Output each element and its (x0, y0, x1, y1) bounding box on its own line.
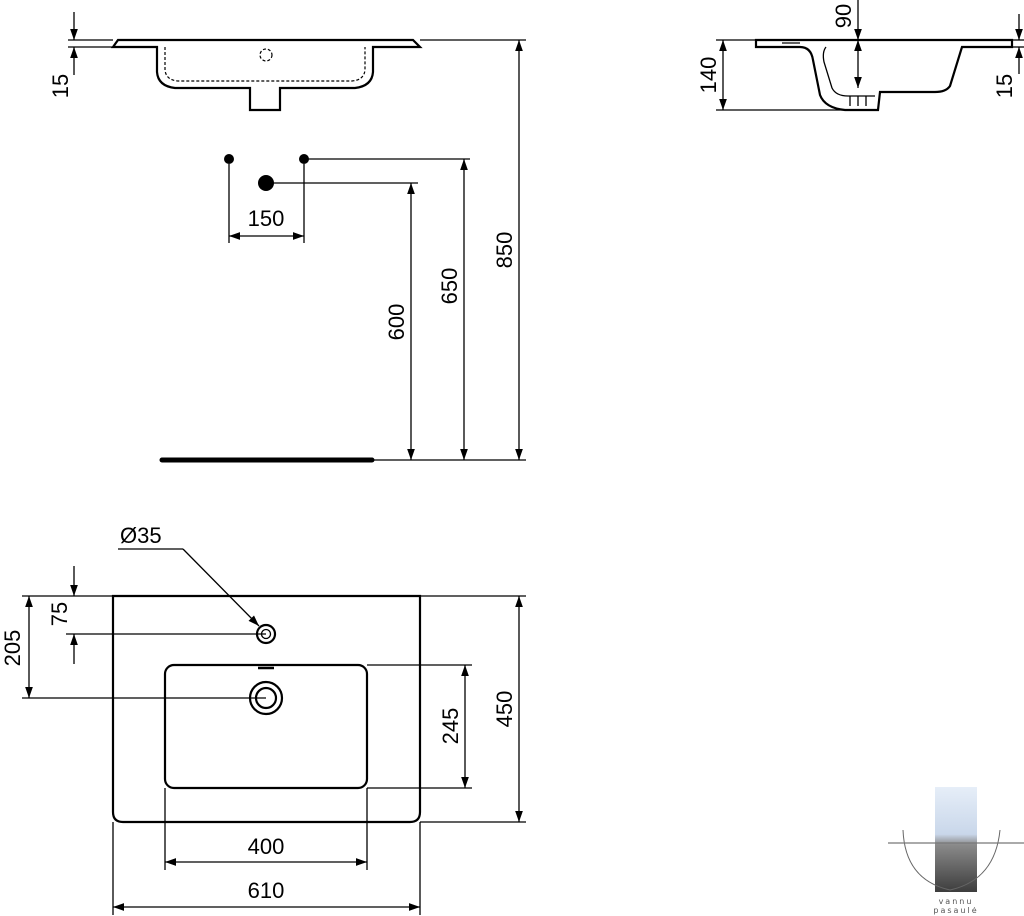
dim-waste-height: 600 (384, 304, 409, 341)
dim-tap-hole-offset: 75 (47, 602, 72, 626)
dim-tap-spacing: 150 (248, 206, 285, 231)
basin-plan-outline (111, 594, 422, 824)
basin-inner-bowl (164, 47, 366, 82)
dim-waste-offset: 205 (0, 630, 25, 667)
tap-point-left (224, 154, 234, 164)
dim-side-bowl-depth: 90 (831, 4, 856, 28)
basin-side-waste (849, 96, 867, 106)
basin-front-outline (110, 38, 423, 112)
dim-tap-height: 650 (437, 268, 462, 305)
basin-side-inner (822, 46, 875, 97)
watermark-arc (902, 829, 1001, 891)
tap-hole-outline (259, 48, 273, 62)
basin-plan-bowl (163, 663, 369, 790)
diameter-leader-arrow (182, 548, 260, 627)
watermark-text-line1: vannu (939, 897, 974, 906)
dim-rim-height: 850 (492, 232, 517, 269)
dim-plan-bowl-depth: 245 (438, 708, 463, 745)
watermark-logo: vannu pasaulė (888, 787, 1024, 915)
watermark-text-line2: pasaulė (933, 906, 978, 915)
basin-side-outline (754, 38, 1014, 112)
dim-side-overall-depth: 140 (696, 57, 721, 94)
dim-front-rim-thickness: 15 (48, 74, 73, 98)
dim-plan-bowl-width: 400 (248, 834, 285, 859)
side-elevation-view: 90 140 15 (696, 0, 1024, 112)
front-elevation-view: 15 150 600 650 850 (48, 12, 526, 463)
dim-tap-hole-diameter: Ø35 (120, 523, 162, 548)
watermark-column (935, 787, 977, 892)
plan-view: Ø35 75 205 245 450 400 610 (0, 523, 526, 915)
dim-plan-overall-width: 610 (248, 878, 285, 903)
dim-plan-overall-depth: 450 (492, 691, 517, 728)
dim-side-rim-thickness: 15 (992, 74, 1017, 98)
